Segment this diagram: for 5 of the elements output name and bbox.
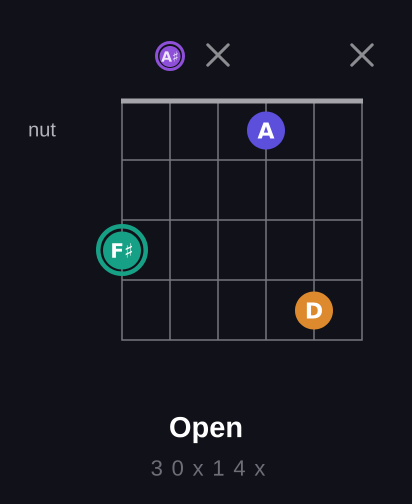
- chord-title: Open: [170, 416, 242, 444]
- nut-label: nut: [29, 123, 56, 137]
- fingering-text: 3 0 x 1 4 x: [152, 460, 266, 476]
- mute-mark: [206, 43, 230, 67]
- mute-mark: [350, 43, 374, 67]
